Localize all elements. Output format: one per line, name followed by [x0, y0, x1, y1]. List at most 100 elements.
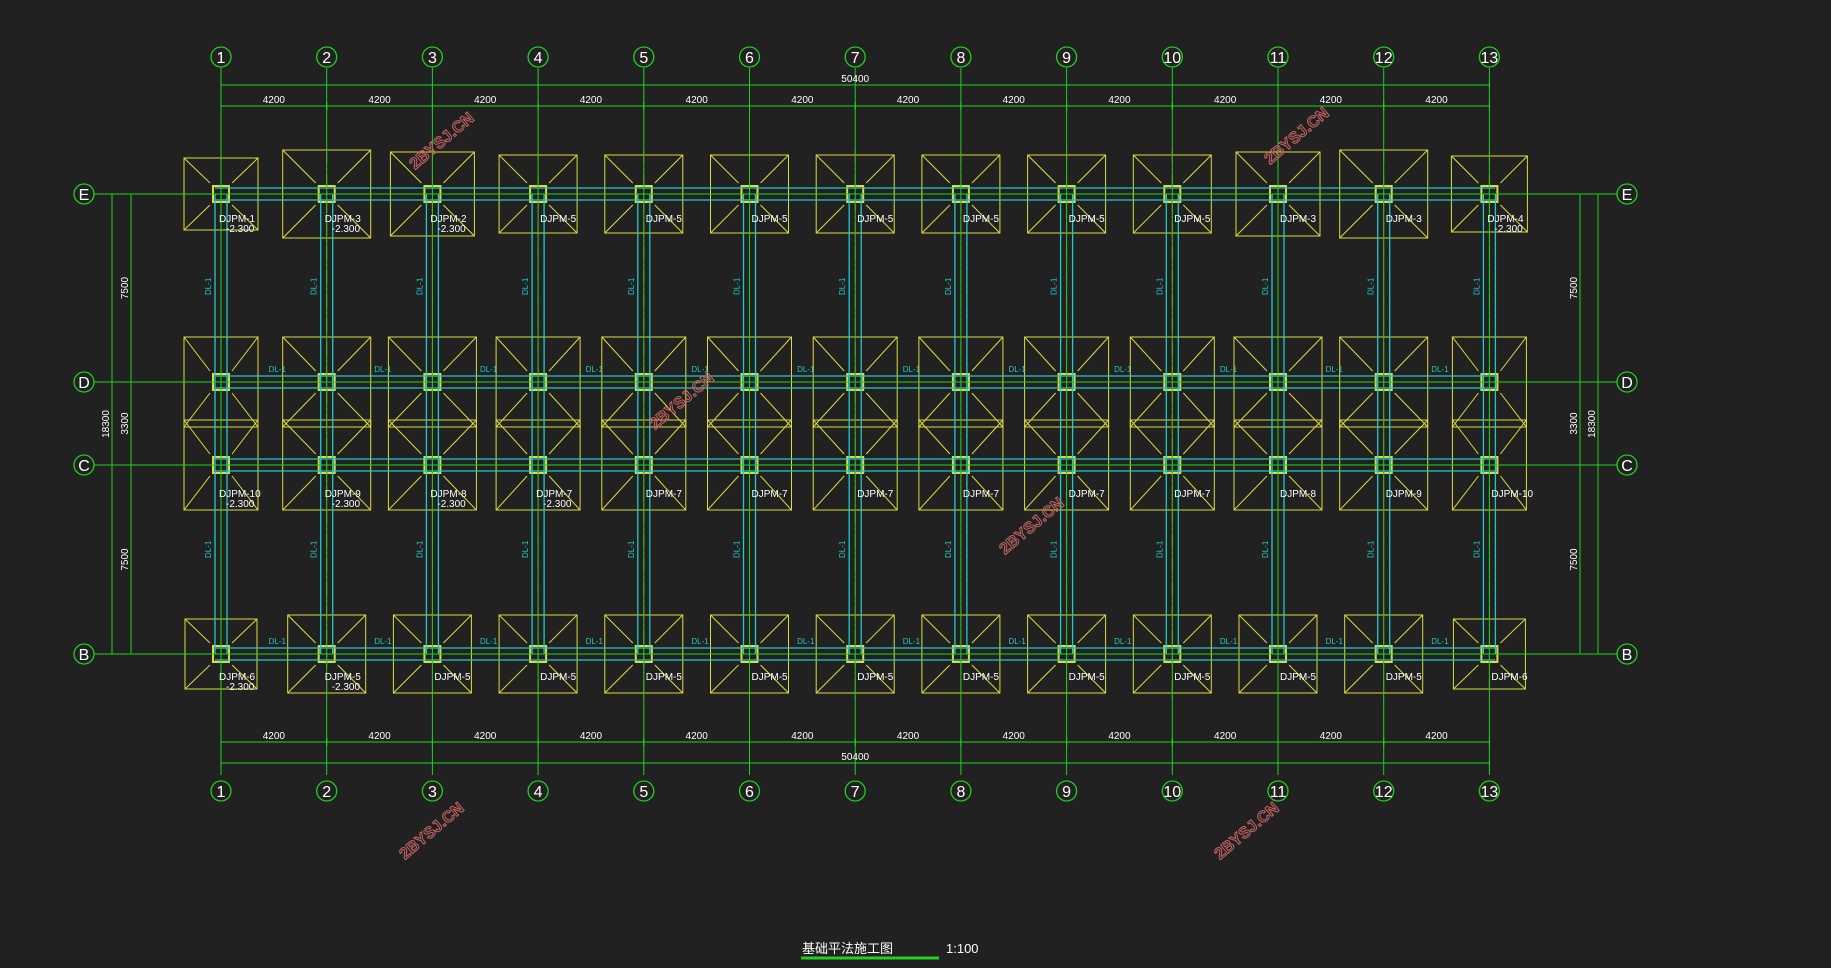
dimension-bay-right: 3300 — [1569, 412, 1580, 435]
footing-diagonal — [604, 154, 634, 184]
row-e-footing-label: DJPM-5 — [963, 214, 1000, 225]
footing-diagonal — [1132, 664, 1162, 694]
row-c-footing-label: DJPM-7 — [646, 489, 683, 500]
dimension-bay-left: 7500 — [120, 276, 131, 299]
row-e-footing-label: DJPM-3 — [1386, 214, 1423, 225]
grid-bubble — [1478, 46, 1501, 68]
footing-diagonal — [443, 336, 477, 372]
footing-diagonal — [443, 392, 477, 428]
footing-diagonal — [760, 336, 792, 372]
dimension-bay-bottom: 4200 — [1320, 731, 1343, 742]
footing-diagonal — [1452, 475, 1479, 511]
row-e-footing-elevation: -2.300 — [226, 224, 255, 235]
footing-diagonal — [1077, 154, 1106, 184]
footing-diagonal — [710, 154, 739, 184]
beam-label-row-d: DL-1 — [586, 365, 604, 374]
beam-label-vertical: DL-1 — [1155, 540, 1164, 558]
footing-diagonal — [1288, 419, 1323, 455]
footing-diagonal — [971, 154, 1001, 184]
grid-bubble — [210, 780, 232, 802]
footing-diagonal — [1288, 664, 1318, 694]
footing-diagonal — [184, 664, 211, 690]
footing-diagonal — [1235, 204, 1268, 237]
row-c-footing-label: DJPM-7 — [1069, 489, 1106, 500]
row-c-footing-label: DJPM-8 — [430, 489, 467, 500]
row-c-footing-label: DJPM-10 — [1491, 489, 1533, 500]
dimension-bay-bottom: 4200 — [791, 731, 814, 742]
beam-label-row-d: DL-1 — [269, 365, 287, 374]
beam-label-row-d: DL-1 — [480, 365, 498, 374]
footing-diagonal — [865, 204, 895, 234]
beam-label-row-d: DL-1 — [374, 365, 392, 374]
footing-diagonal — [971, 336, 1004, 372]
footing-diagonal — [1339, 475, 1374, 511]
footing-diagonal — [865, 392, 898, 428]
footing-diagonal — [918, 475, 951, 511]
dimension-bay-top: 4200 — [1425, 95, 1448, 106]
footing-diagonal — [282, 419, 317, 455]
footing-diagonal — [921, 154, 951, 184]
footing-diagonal — [1500, 419, 1527, 455]
row-b-footing-label: DJPM-5 — [1174, 672, 1211, 683]
footing-diagonal — [183, 392, 211, 428]
footing-diagonal — [865, 475, 898, 511]
dimension-total-right: 18300 — [1587, 410, 1598, 438]
grid-label-bottom: 1 — [217, 784, 226, 801]
dimension-bay-top: 4200 — [897, 95, 920, 106]
footing-diagonal — [760, 664, 789, 694]
footing-diagonal — [337, 204, 372, 239]
footing-diagonal — [1500, 618, 1526, 644]
footing-diagonal — [707, 336, 739, 372]
footing-diagonal — [1394, 392, 1429, 428]
footing-diagonal — [390, 204, 422, 237]
beam-label-row-b: DL-1 — [374, 637, 392, 646]
row-b-footing-label: DJPM-5 — [434, 672, 471, 683]
footing-diagonal — [1500, 336, 1527, 372]
grid-bubble — [950, 46, 972, 68]
grid-label-top: 7 — [851, 50, 860, 67]
beam-label-row-d: DL-1 — [1008, 365, 1026, 374]
beam-label-vertical: DL-1 — [1472, 540, 1481, 558]
grid-label-top: 10 — [1163, 50, 1181, 67]
grid-label-top: 11 — [1270, 50, 1287, 67]
footing-diagonal — [1451, 204, 1479, 233]
footing-diagonal — [1027, 204, 1056, 234]
footing-diagonal — [710, 664, 739, 694]
beam-label-row-b: DL-1 — [480, 637, 498, 646]
footing-diagonal — [1339, 204, 1374, 239]
footing-diagonal — [760, 392, 792, 428]
dimension-bay-top: 4200 — [686, 95, 709, 106]
grid-label-left: E — [79, 187, 90, 204]
row-b-footing-label: DJPM-5 — [1386, 672, 1423, 683]
dimension-bay-right: 7500 — [1569, 548, 1580, 571]
grid-label-bottom: 5 — [639, 784, 648, 801]
footing-diagonal — [1024, 336, 1056, 372]
footing-diagonal — [443, 475, 477, 511]
footing-diagonal — [393, 664, 422, 694]
footing-diagonal — [1288, 204, 1321, 237]
grid-bubble — [1055, 46, 1078, 68]
row-e-footing-label: DJPM-2 — [430, 214, 467, 225]
footing-diagonal — [1027, 614, 1056, 644]
beam-label-vertical: DL-1 — [521, 540, 530, 558]
grid-bubble — [73, 454, 95, 476]
beam-label-vertical: DL-1 — [1155, 277, 1164, 295]
beam-label-row-b: DL-1 — [1431, 637, 1449, 646]
footing-diagonal — [1339, 336, 1374, 372]
beam-label-vertical: DL-1 — [1367, 277, 1376, 295]
footing-diagonal — [1452, 336, 1479, 372]
grid-bubble — [316, 780, 338, 802]
dimension-bay-bottom: 4200 — [474, 731, 497, 742]
footing-diagonal — [390, 151, 422, 184]
grid-label-top: 6 — [745, 50, 754, 67]
footing-diagonal — [548, 664, 578, 694]
grid-label-bottom: 6 — [745, 784, 754, 801]
footing-diagonal — [1024, 419, 1056, 455]
dimension-bay-top: 4200 — [791, 95, 814, 106]
footing-diagonal — [388, 419, 422, 455]
footing-diagonal — [231, 475, 259, 511]
beam-label-vertical: DL-1 — [521, 277, 530, 295]
footing-diagonal — [1132, 204, 1162, 234]
